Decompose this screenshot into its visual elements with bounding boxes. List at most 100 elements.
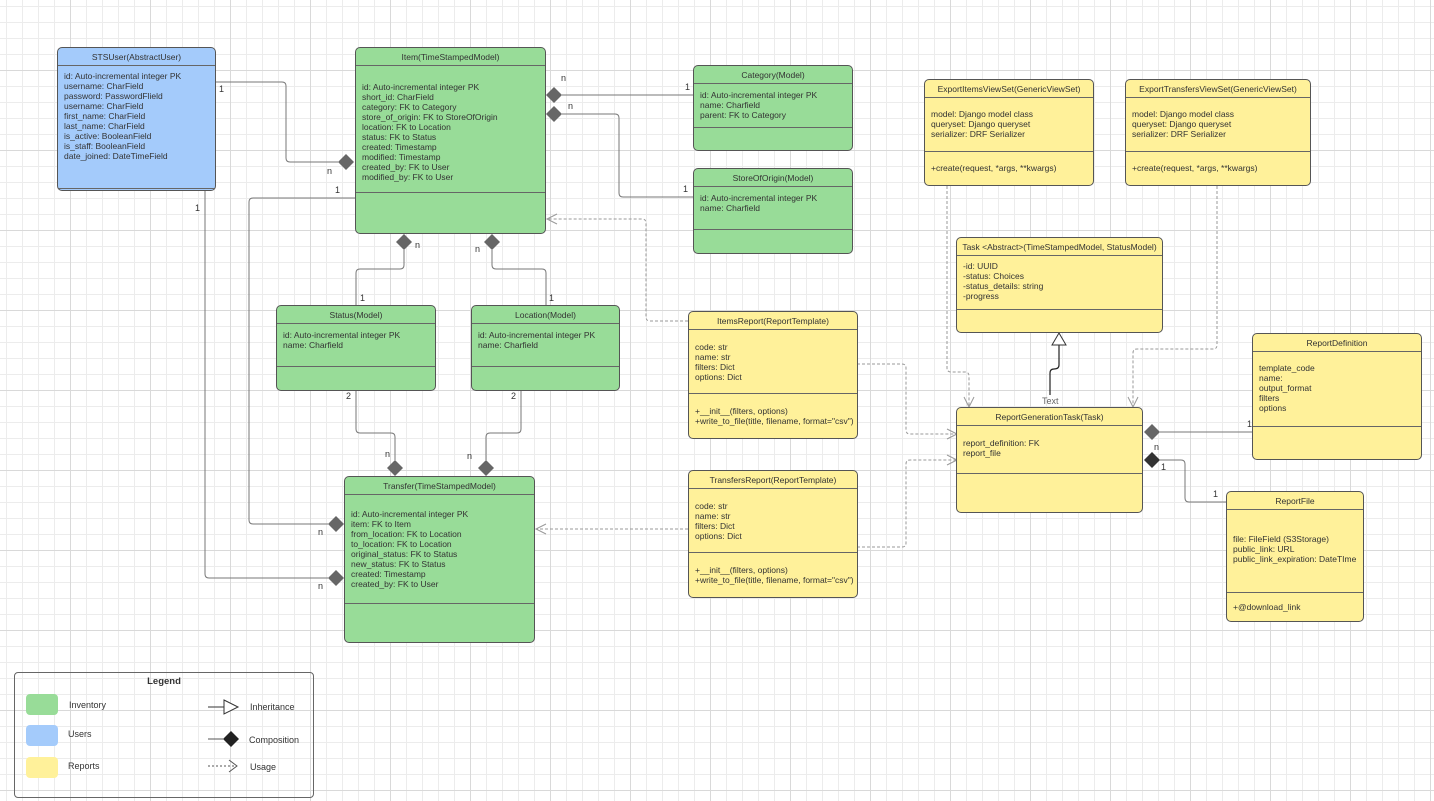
class-transfer[interactable]: Transfer(TimeStampedModel) id: Auto-incr… <box>344 476 535 643</box>
class-attribute: serializer: DRF Serializer <box>931 129 1025 139</box>
class-methods <box>1253 427 1421 459</box>
class-attribute: -status_details: string <box>963 281 1044 291</box>
class-attribute: report_file <box>963 448 1001 458</box>
composition-icon <box>208 731 239 747</box>
class-attribute: status: FK to Status <box>362 132 437 142</box>
class-attribute: password: PasswordFlield <box>64 91 163 101</box>
class-attribute: filters: Dict <box>695 521 735 531</box>
class-item[interactable]: Item(TimeStampedModel) id: Auto-incremen… <box>355 47 546 234</box>
inheritance-rgt-task <box>1049 345 1060 395</box>
edge-item-store <box>562 113 693 198</box>
class-sts-user[interactable]: STSUser(AbstractUser) id: Auto-increment… <box>57 47 216 191</box>
class-methods: +create(request, *args, **kwargs) <box>925 152 1093 185</box>
class-attribute: name: Charfield <box>283 340 344 350</box>
multiplicity-label: n <box>318 581 324 591</box>
class-attribute: id: Auto-incremental integer PK <box>700 193 818 203</box>
diamond-item-location <box>484 234 500 250</box>
multiplicity-label: n <box>568 101 574 111</box>
class-methods <box>694 128 852 150</box>
class-attribute: template_code <box>1259 363 1315 373</box>
class-method: +__init__(filters, options) <box>695 565 788 575</box>
edge-label-text: Text <box>1042 396 1059 406</box>
class-attribute: id: Auto-incremental integer PK <box>362 82 480 92</box>
legend-label-inventory: Inventory <box>69 700 107 710</box>
multiplicity-label: n <box>1154 442 1160 452</box>
class-category[interactable]: Category(Model) id: Auto-incremental int… <box>693 65 853 151</box>
class-attribute: id: Auto-incremental integer PK <box>64 71 182 81</box>
class-attribute: output_format <box>1259 383 1312 393</box>
inheritance-icon <box>208 699 240 715</box>
class-export-transfers-viewset[interactable]: ExportTransfersViewSet(GenericViewSet) m… <box>1125 79 1311 186</box>
class-attribute: queryset: Django queryset <box>931 119 1031 129</box>
multiplicity-label: 1 <box>1213 489 1219 499</box>
class-attribute: to_location: FK to Location <box>351 539 452 549</box>
class-status[interactable]: Status(Model) id: Auto-incremental integ… <box>276 305 436 391</box>
legend-label-inheritance: Inheritance <box>250 702 295 712</box>
class-store-of-origin[interactable]: StoreOfOrigin(Model) id: Auto-incrementa… <box>693 168 853 254</box>
class-attribute: created: Timestamp <box>351 569 426 579</box>
class-report-file[interactable]: ReportFile file: FileField (S3Storage)pu… <box>1226 491 1364 622</box>
class-attribute: created_by: FK to User <box>362 162 450 172</box>
diamond-location-transfer <box>478 460 494 476</box>
class-attribute: item: FK to Item <box>351 519 411 529</box>
class-methods <box>472 367 619 390</box>
class-title: ExportTransfersViewSet(GenericViewSet) <box>1126 80 1310 98</box>
class-method: +__init__(filters, options) <box>695 406 788 416</box>
multiplicity-label: 1 <box>219 84 225 94</box>
multiplicity-label: 1 <box>549 293 555 303</box>
class-method: +create(request, *args, **kwargs) <box>1132 163 1258 173</box>
class-attribute: -progress <box>963 291 999 301</box>
class-attribute: created_by: FK to User <box>351 579 439 589</box>
edge-user-item <box>216 81 338 163</box>
usage-transfersreport-rgt <box>857 459 957 548</box>
class-attribute: id: Auto-incremental integer PK <box>478 330 596 340</box>
class-methods <box>957 474 1142 512</box>
multiplicity-label: 1 <box>195 203 201 213</box>
diamond-status-transfer <box>387 460 403 476</box>
class-attribute: date_joined: DateTimeField <box>64 151 168 161</box>
multiplicity-label: 1 <box>360 293 366 303</box>
class-export-items-viewset[interactable]: ExportItemsViewSet(GenericViewSet) model… <box>924 79 1094 186</box>
class-task[interactable]: Task <Abstract>(TimeStampedModel, Status… <box>956 237 1163 333</box>
class-methods <box>356 193 545 233</box>
diamond-item-store <box>546 106 562 122</box>
multiplicity-label: 1 <box>1161 462 1167 472</box>
class-attribute: id: Auto-incremental integer PK <box>351 509 469 519</box>
multiplicity-label: n <box>318 527 324 537</box>
class-attribute: id: Auto-incremental integer PK <box>283 330 401 340</box>
multiplicity-label: n <box>415 240 421 250</box>
class-attribute: parent: FK to Category <box>700 110 786 120</box>
class-title: ReportDefinition <box>1253 334 1421 352</box>
class-methods <box>345 604 534 642</box>
class-attribute: public_link_expiration: DateTIme <box>1233 554 1357 564</box>
class-location[interactable]: Location(Model) id: Auto-incremental int… <box>471 305 620 391</box>
multiplicity-label: n <box>327 166 333 176</box>
diamond-rgt-definition <box>1144 424 1160 440</box>
diamond-item-transfer <box>328 516 344 532</box>
class-report-generation-task[interactable]: ReportGenerationTask(Task) report_defini… <box>956 407 1143 513</box>
class-attributes: file: FileField (S3Storage)public_link: … <box>1227 510 1363 593</box>
class-transfers-report[interactable]: TransfersReport(ReportTemplate) code: st… <box>688 470 858 598</box>
class-attribute: name: Charfield <box>700 100 761 110</box>
multiplicity-label: n <box>385 449 391 459</box>
multiplicity-label: 1 <box>683 184 689 194</box>
class-attribute: name: Charfield <box>478 340 539 350</box>
class-attribute: original_status: FK to Status <box>351 549 458 559</box>
class-title: Task <Abstract>(TimeStampedModel, Status… <box>957 238 1162 256</box>
class-attribute: created: Timestamp <box>362 142 437 152</box>
class-title: ReportFile <box>1227 492 1363 510</box>
class-attribute: filters <box>1259 393 1280 403</box>
class-attribute: from_location: FK to Location <box>351 529 462 539</box>
class-methods: +create(request, *args, **kwargs) <box>1126 152 1310 185</box>
multiplicity-label: 1 <box>335 185 341 195</box>
legend-label-composition: Composition <box>249 735 300 745</box>
multiplicity-label: n <box>475 244 481 254</box>
class-method: +write_to_file(title, filename, format="… <box>695 416 854 426</box>
diamond-user-transfer <box>328 570 344 586</box>
class-attribute: is_active: BooleanField <box>64 131 152 141</box>
